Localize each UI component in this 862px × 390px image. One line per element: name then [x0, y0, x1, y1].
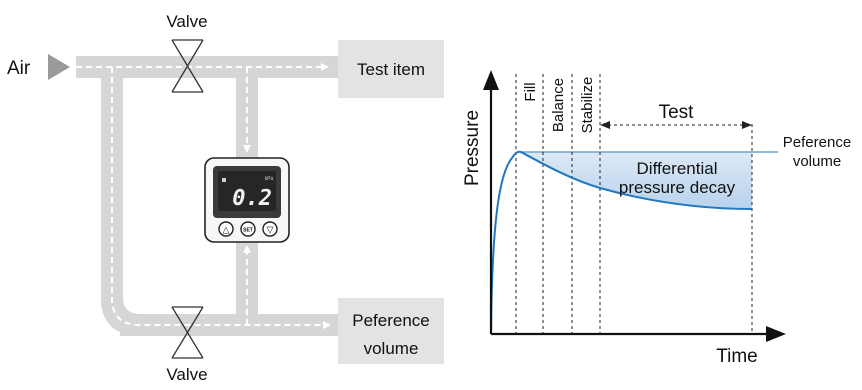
phase-label-fill: Fill: [522, 82, 539, 101]
pressure-curve: [490, 150, 753, 335]
test-label: Test: [659, 102, 695, 123]
x-axis-arrow-icon: [766, 326, 786, 342]
reference-volume-label-line2: volume: [364, 339, 419, 358]
reference-volume-label-line1: Peference: [352, 311, 430, 330]
valve-top-label: Valve: [166, 12, 207, 31]
svg-text:△: △: [223, 225, 230, 235]
test-item-label: Test item: [357, 60, 425, 79]
gauge-display-value: 0.2: [232, 186, 272, 211]
svg-text:▽: ▽: [267, 225, 274, 235]
piping-diagram: Air Valve Valve Test item Peference volu…: [7, 12, 444, 384]
pressure-graph: Test Pressure Time Fill Balance Stabiliz…: [462, 70, 851, 367]
valve-bottom-icon: [171, 306, 204, 359]
graph-axes: [483, 70, 786, 342]
phase-label-balance: Balance: [550, 78, 567, 132]
phase-dividers: [515, 74, 753, 334]
air-label: Air: [7, 58, 31, 79]
y-axis-arrow-icon: [483, 70, 499, 90]
decay-region: [521, 152, 752, 209]
gauge-up-button[interactable]: △: [218, 221, 234, 237]
test-item-box: [338, 40, 444, 98]
pressure-gauge: kPa 0.2 △ SET ▽: [204, 157, 290, 243]
gauge-down-button[interactable]: ▽: [262, 221, 278, 237]
phase-label-stabilize: Stabilize: [579, 77, 596, 134]
decay-label-line1: Differential: [637, 159, 718, 178]
reference-curve-label-line2: volume: [793, 153, 841, 170]
test-span-arrow: [600, 121, 752, 129]
gauge-set-button[interactable]: SET: [240, 221, 256, 237]
svg-text:SET: SET: [243, 228, 253, 234]
valve-bottom-label: Valve: [166, 365, 207, 384]
pipes: [76, 56, 340, 336]
decay-label-line2: pressure decay: [619, 178, 736, 197]
valve-top-icon: [171, 39, 204, 93]
reference-volume-box: [338, 298, 444, 364]
y-axis-label: Pressure: [462, 110, 483, 186]
air-inlet-arrow-icon: [48, 54, 70, 80]
reference-curve-label-line1: Peference: [783, 134, 851, 151]
flow-lines: [76, 63, 331, 329]
gauge-unit: kPa: [265, 176, 274, 182]
x-axis-label: Time: [716, 346, 758, 367]
